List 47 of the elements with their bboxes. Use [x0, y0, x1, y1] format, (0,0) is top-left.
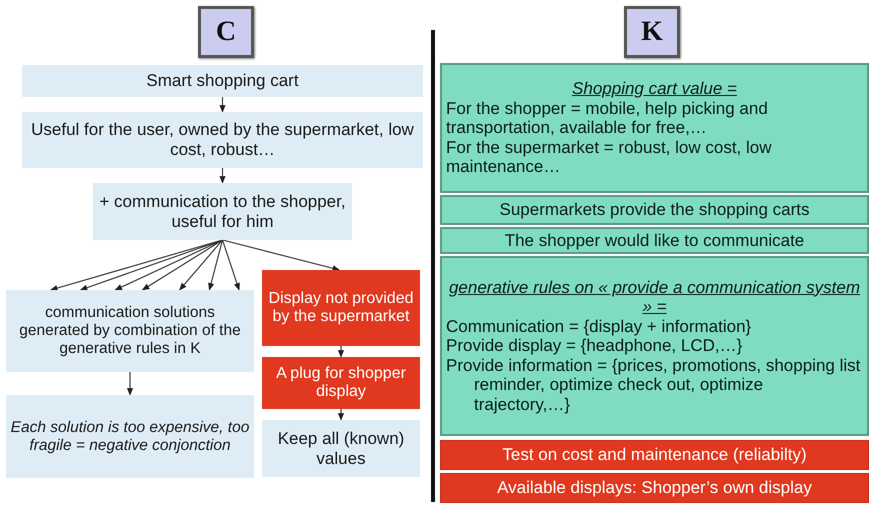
- box-text: For the shopper = mobile, help picking and transportation, available for free,…: [446, 98, 769, 138]
- box-text: A plug for shopper display: [275, 364, 407, 402]
- process-box: [262, 420, 420, 477]
- arrow: [338, 409, 344, 421]
- box-text: Provide display = {headphone, LCD,…}: [446, 336, 744, 356]
- box-heading: Shopping cart value =: [571, 79, 738, 99]
- process-box: [440, 473, 869, 503]
- box-text: C: [216, 16, 236, 48]
- process-box: [6, 395, 254, 478]
- box-text: Communication = {display + information}: [446, 316, 752, 336]
- label-box: [624, 6, 680, 58]
- process-box: [262, 270, 420, 346]
- process-box: [262, 357, 420, 409]
- arrow: [179, 240, 223, 291]
- process-box: [22, 65, 423, 97]
- box-text: + communication to the shopper, useful for him: [98, 192, 347, 232]
- process-box: [440, 195, 869, 225]
- arrow: [222, 240, 240, 291]
- arrow: [208, 240, 224, 291]
- process-box: [6, 290, 254, 372]
- arrow: [222, 239, 340, 272]
- box-text: K: [641, 16, 663, 48]
- box-text: Smart shopping cart: [146, 71, 299, 91]
- label-box: [198, 6, 254, 58]
- box-text: The shopper would like to communicate: [504, 230, 804, 250]
- process-box: [440, 256, 869, 436]
- box-text: Each solution is too expensive, too fragile = negative conjonction: [10, 418, 250, 454]
- box-text: Provide information = {prices, promotions, shopping list reminder, optimize check out, optimize trajectory,…}: [446, 356, 862, 414]
- arrow: [219, 97, 226, 113]
- box-text: Display not provided by the supermarket: [268, 290, 414, 326]
- box-text: Available displays: Shopper’s own display: [497, 478, 812, 498]
- box-text: Keep all (known) values: [276, 428, 406, 468]
- box-text: For the supermarket = robust, low cost, low maintenance…: [446, 138, 772, 177]
- process-box: [440, 440, 869, 470]
- box-heading: generative rules on « provide a communication system » =: [448, 278, 862, 317]
- process-box: [440, 227, 869, 254]
- box-text: Supermarkets provide the shopping carts: [500, 200, 810, 220]
- arrow: [338, 346, 344, 358]
- arrow: [126, 372, 134, 396]
- process-box: [440, 63, 869, 193]
- process-box: [22, 112, 423, 168]
- box-text: communication solutions generated by combination of the generative rules in K: [18, 304, 242, 358]
- arrow: [219, 168, 226, 184]
- process-box: [93, 183, 352, 240]
- box-text: Useful for the user, owned by the supermarket, low cost, robust…: [30, 120, 415, 160]
- box-text: Test on cost and maintenance (reliabilty): [502, 445, 807, 465]
- arrow: [142, 240, 223, 290]
